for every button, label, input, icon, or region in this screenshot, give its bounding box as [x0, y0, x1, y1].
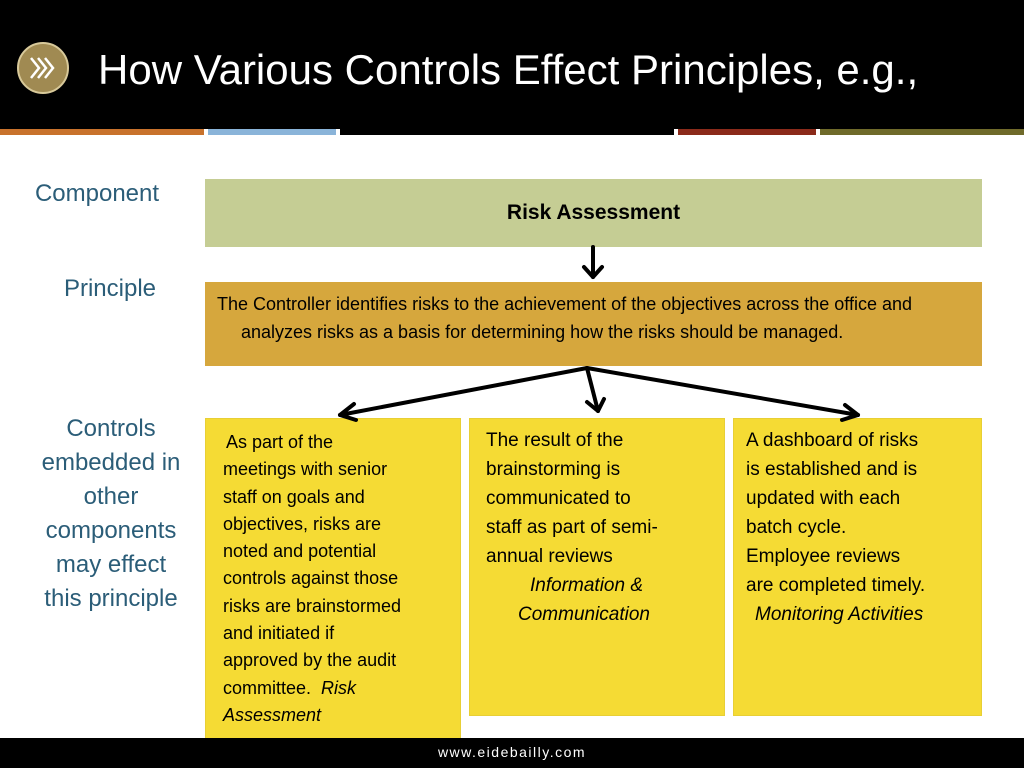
control-1-line: controls against those	[223, 568, 399, 589]
label-controls-line: embedded in	[41, 449, 181, 476]
control-3-text: A dashboard of risks is established and …	[746, 426, 981, 629]
label-controls-line: components	[45, 517, 177, 544]
control-1-last-line: committee.	[223, 677, 312, 698]
control-2-line: brainstorming is	[486, 459, 621, 480]
control-1-component: Risk	[321, 677, 357, 698]
label-controls-line: other	[83, 483, 139, 510]
control-3-line: A dashboard of risks	[746, 430, 919, 451]
control-1-line: approved by the audit	[223, 650, 397, 671]
label-controls: Controls embedded in other components ma…	[18, 412, 204, 616]
control-2-component-line: Information &	[530, 575, 643, 596]
control-2-line: communicated to	[486, 488, 631, 509]
component-text: Risk Assessment	[506, 201, 681, 224]
control-1-component-line: Assessment	[223, 704, 322, 725]
label-controls-line: Controls	[66, 415, 156, 442]
arrow-principle-to-control-1	[338, 366, 589, 422]
stripe-red	[678, 129, 816, 135]
stripe-orange	[0, 129, 204, 135]
control-1-line: meetings with senior	[223, 459, 388, 480]
control-2-component-line: Communication	[518, 604, 650, 625]
label-controls-line: may effect	[55, 551, 167, 578]
stripe-olive	[820, 129, 1024, 135]
control-2-text: The result of the brainstorming is commu…	[486, 426, 724, 629]
double-chevron-right-icon	[17, 42, 69, 94]
label-component: Component	[34, 180, 160, 207]
control-2-line: staff as part of semi-	[486, 517, 658, 538]
slide-header: How Various Controls Effect Principles, …	[0, 0, 1024, 129]
label-principle: Principle	[63, 275, 157, 302]
stripe-black	[340, 129, 674, 135]
control-1-line: committee. Risk	[223, 675, 460, 702]
principle-text: The Controller identifies risks to the a…	[217, 294, 913, 342]
control-1-line: and initiated if	[223, 623, 335, 644]
control-box-1: As part of the meetings with senior staf…	[205, 418, 461, 742]
control-box-3: A dashboard of risks is established and …	[733, 418, 982, 716]
component-box: Risk Assessment	[205, 179, 982, 247]
slide-title: How Various Controls Effect Principles, …	[98, 46, 919, 93]
control-1-line: risks are brainstormed	[223, 595, 402, 616]
control-1-line: As part of the	[226, 432, 334, 452]
principle-box: The Controller identifies risks to the a…	[205, 282, 982, 366]
arrow-principle-to-control-3	[585, 366, 860, 422]
label-controls-line: this principle	[44, 585, 178, 612]
arrow-principle-to-control-2	[585, 366, 606, 413]
control-3-line: batch cycle.	[746, 517, 847, 538]
arrow-component-to-principle	[582, 245, 604, 279]
control-3-line: are completed timely.	[746, 575, 926, 596]
control-3-line: is established and is	[746, 459, 918, 480]
control-2-line: The result of the	[486, 430, 624, 451]
control-1-line: objectives, risks are	[223, 513, 382, 534]
control-3-line: updated with each	[746, 488, 901, 509]
control-1-line: noted and potential	[223, 541, 377, 562]
header-color-stripes	[0, 129, 1024, 135]
stripe-blue	[208, 129, 336, 135]
control-3-line: Employee reviews	[746, 546, 901, 567]
control-2-line: annual reviews	[486, 546, 613, 567]
footer-url: www.eidebailly.com	[437, 744, 587, 760]
control-1-text: As part of the meetings with senior staf…	[223, 429, 460, 729]
slide-footer: www.eidebailly.com	[0, 738, 1024, 768]
control-1-line: staff on goals and	[223, 486, 365, 507]
control-box-2: The result of the brainstorming is commu…	[469, 418, 725, 716]
control-3-component-line: Monitoring Activities	[755, 604, 924, 625]
